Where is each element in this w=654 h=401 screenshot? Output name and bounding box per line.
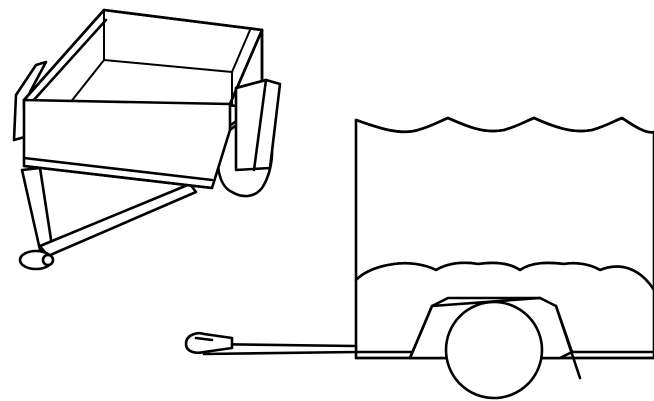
open-box-trailer (12, 8, 282, 271)
box-trailer-body (22, 8, 264, 190)
box-trailer-right-fender (234, 78, 282, 172)
covered-trailer-tow-bar (184, 332, 358, 356)
covered-trailer-wheel (408, 296, 582, 400)
covered-trailer (184, 116, 654, 400)
box-trailer-tow-bar (18, 166, 198, 271)
